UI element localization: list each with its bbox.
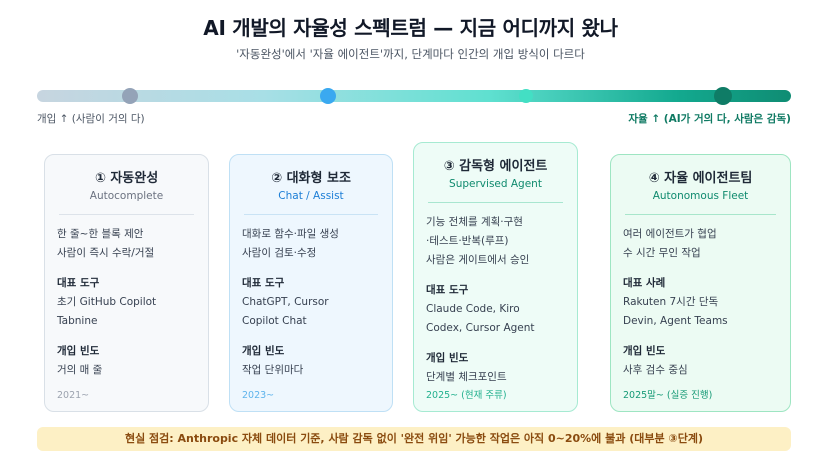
divider	[59, 214, 194, 215]
stage-desc: 사람은 게이트에서 승인	[426, 254, 530, 266]
example-item: Rakuten 7시간 단독	[623, 296, 719, 308]
stage-3-marker	[519, 89, 533, 103]
stage-desc: 사람이 즉시 수락/거절	[57, 247, 155, 259]
stage-desc: 수 시간 무인 작업	[623, 247, 701, 259]
stage-subtitle: Autocomplete	[89, 190, 164, 202]
stage-4-marker	[714, 87, 732, 105]
stage-year: 2025~ (현재 주류)	[426, 390, 507, 401]
stage-subtitle: Autonomous Fleet	[652, 190, 749, 202]
divider	[428, 202, 563, 203]
frequency-heading: 개입 빈도	[426, 352, 469, 364]
axis-right-label: 자율 ↑ (AI가 거의 다, 사람은 감독)	[628, 113, 791, 125]
stage-subtitle: Supervised Agent	[449, 178, 542, 190]
autonomy-spectrum-bar	[37, 90, 791, 102]
stage-year: 2023~	[242, 390, 275, 401]
examples-heading: 대표 사례	[623, 277, 666, 289]
stage-year: 2021~	[57, 390, 90, 401]
stage-title: ② 대화형 보조	[271, 171, 351, 186]
stage-desc: ·테스트·반복(루프)	[426, 235, 509, 247]
stage-card-autonomous-fleet: ④ 자율 에이전트팀 Autonomous Fleet 여러 에이전트가 협업 …	[610, 154, 791, 412]
stage-subtitle: Chat / Assist	[278, 190, 344, 202]
stage-2-marker	[320, 88, 336, 104]
tool-item: Tabnine	[57, 315, 98, 327]
stage-desc: 사람이 검토·수정	[242, 247, 317, 259]
tools-heading: 대표 도구	[242, 277, 285, 289]
tool-item: Codex, Cursor Agent	[426, 322, 535, 334]
axis-left-label: 개입 ↑ (사람이 거의 다)	[37, 113, 145, 125]
stage-desc: 한 줄~한 블록 제안	[57, 228, 144, 240]
stage-title: ③ 감독형 에이전트	[443, 159, 548, 174]
frequency-value: 단계별 체크포인트	[426, 371, 507, 383]
stage-title: ④ 자율 에이전트팀	[648, 171, 753, 186]
stage-year: 2025말~ (실증 진행)	[623, 390, 713, 401]
page-title: AI 개발의 자율성 스펙트럼 — 지금 어디까지 왔나	[203, 16, 618, 40]
stage-card-autocomplete: ① 자동완성 Autocomplete 한 줄~한 블록 제안 사람이 즉시 수…	[44, 154, 209, 412]
tools-heading: 대표 도구	[57, 277, 100, 289]
example-item: Devin, Agent Teams	[623, 315, 728, 327]
frequency-heading: 개입 빈도	[623, 345, 666, 357]
frequency-value: 사후 검수 중심	[623, 364, 688, 376]
frequency-value: 거의 매 줄	[57, 364, 103, 376]
stage-card-supervised-agent: ③ 감독형 에이전트 Supervised Agent 기능 전체를 계획·구현…	[413, 142, 578, 412]
stage-desc: 대화로 함수·파일 생성	[242, 228, 339, 240]
page-subtitle: '자동완성'에서 '자율 에이전트'까지, 단계마다 인간의 개입 방식이 다르…	[236, 47, 585, 61]
tool-item: ChatGPT, Cursor	[242, 296, 329, 308]
frequency-heading: 개입 빈도	[242, 345, 285, 357]
divider	[625, 214, 776, 215]
stage-desc: 기능 전체를 계획·구현	[426, 216, 523, 228]
tool-item: Claude Code, Kiro	[426, 303, 520, 315]
stage-title: ① 자동완성	[94, 171, 159, 186]
stage-card-chat-assist: ② 대화형 보조 Chat / Assist 대화로 함수·파일 생성 사람이 …	[229, 154, 393, 412]
tool-item: Copilot Chat	[242, 315, 307, 327]
frequency-heading: 개입 빈도	[57, 345, 100, 357]
tools-heading: 대표 도구	[426, 284, 469, 296]
stage-desc: 여러 에이전트가 협업	[623, 228, 717, 240]
reality-check-note: 현실 점검: Anthropic 자체 데이터 기준, 사람 감독 없이 '완전…	[37, 427, 791, 451]
frequency-value: 작업 단위마다	[242, 364, 304, 376]
tool-item: 초기 GitHub Copilot	[57, 296, 157, 308]
stage-1-marker	[122, 88, 138, 104]
divider	[244, 214, 378, 215]
